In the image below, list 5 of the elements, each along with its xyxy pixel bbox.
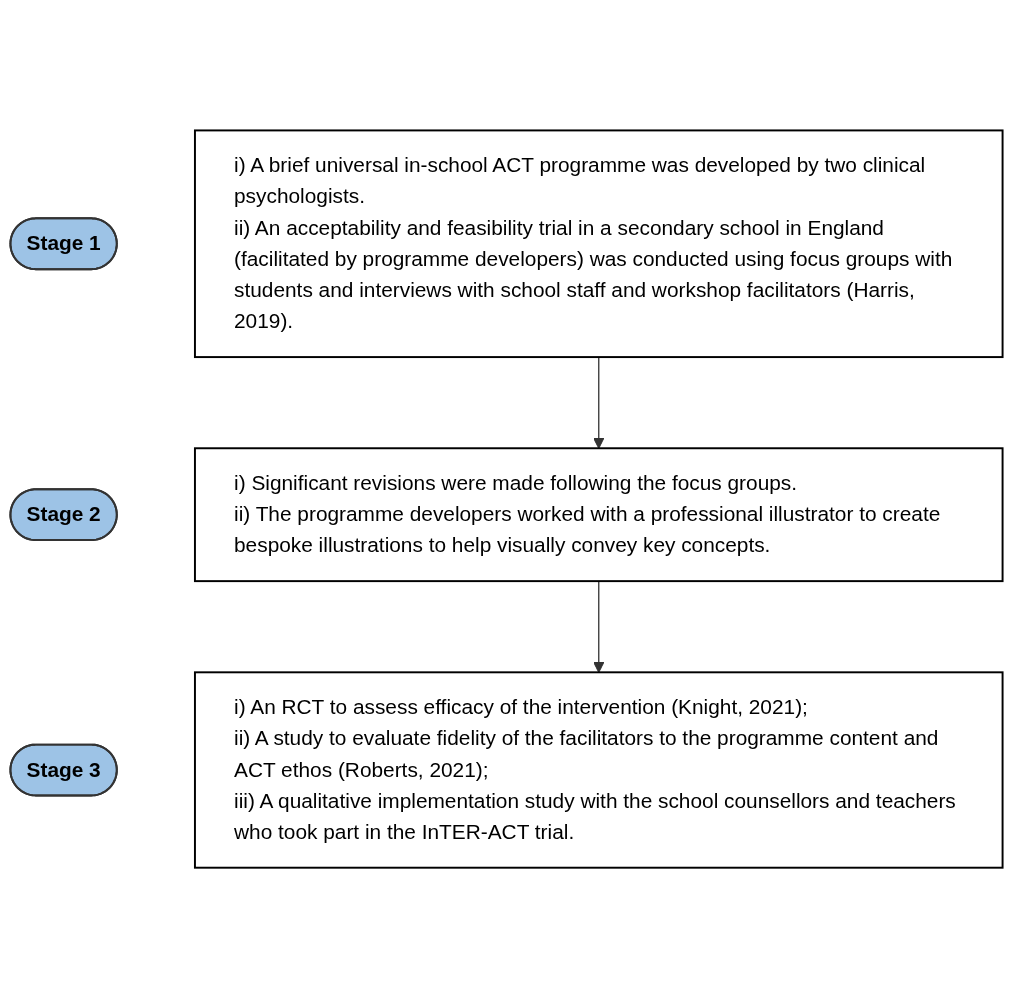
arrow <box>593 356 605 449</box>
node-box: i) An RCT to assess efficacy of the intervention (Knight, 2021); ii) A study to evaluate fidelity of the facilitators to the programme content and ACT ethos (Roberts, 2021); iii) A qualitative implementation study with the school counsellors and teachers who took part in the InTER-ACT trial. <box>193 671 1004 869</box>
arrow <box>593 580 605 673</box>
node-box: i) A brief universal in-school ACT programme was developed by two clinical psychologists. ii) An acceptability and feasibility trial in a secondary school in England (facilitated by programme developers) was conducted using focus groups with students and interviews with school staff and workshop facilitators (Harris, 2019). <box>193 129 1004 358</box>
node-box: i) Significant revisions were made following the focus groups. ii) The programme developers worked with a professional illustrator to create bespoke illustrations to help visually convey key concepts. <box>193 447 1004 583</box>
